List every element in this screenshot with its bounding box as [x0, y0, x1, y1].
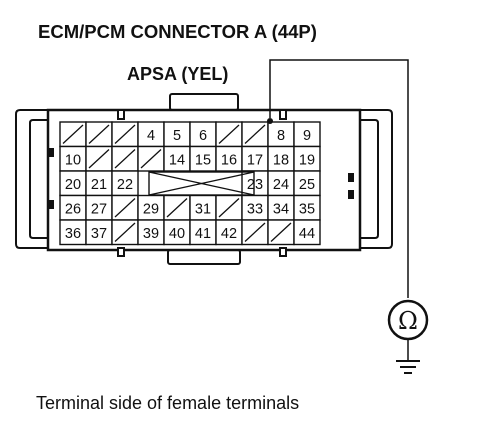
- wire-label: APSA (YEL): [127, 64, 228, 84]
- terminal-cell: [137, 219, 165, 246]
- diagram-title: ECM/PCM CONNECTOR A (44P): [38, 21, 317, 42]
- terminal-label: 9: [303, 128, 311, 144]
- right-lock-mark-2: [348, 190, 354, 199]
- terminal-cell: [293, 170, 321, 197]
- terminal-label: 33: [247, 201, 263, 217]
- terminal-cell: [111, 170, 139, 197]
- terminal-cell: [59, 145, 87, 172]
- terminal-label: 17: [247, 152, 263, 168]
- terminal-label: 25: [299, 177, 315, 193]
- ground-icon: [396, 360, 420, 374]
- right-lock-mark-1: [348, 173, 354, 182]
- terminal-label: 19: [299, 152, 315, 168]
- terminal-label: 21: [91, 177, 107, 193]
- terminal-label: 15: [195, 152, 211, 168]
- terminal-label: 37: [91, 226, 107, 242]
- terminal-label: 39: [143, 226, 159, 242]
- terminal-label: 31: [195, 201, 211, 217]
- terminal-label: 34: [273, 201, 289, 217]
- terminal-label: 18: [273, 152, 289, 168]
- terminal-cell: [59, 219, 87, 246]
- terminal-label: 14: [169, 152, 185, 168]
- connector-housing: [15, 93, 393, 265]
- terminal-label: 24: [273, 177, 289, 193]
- terminal-cell: [267, 121, 295, 148]
- terminal-label: 27: [91, 201, 107, 217]
- terminal-grid: 4 5 6 8 9 10 14 15 16 17 18 19 20 21 22 23 24 25 26 27 29 31 3…: [59, 121, 321, 246]
- terminal-label: 8: [277, 128, 285, 144]
- terminal-label: 4: [147, 128, 155, 144]
- unused-terminal-slash: [114, 149, 136, 169]
- left-inner-rail: [29, 119, 48, 239]
- terminal-cell: [189, 219, 217, 246]
- terminal-label: 41: [195, 226, 211, 242]
- unused-terminal-slash: [166, 198, 188, 218]
- terminal-label: 42: [221, 226, 237, 242]
- unused-terminal-slash: [218, 198, 240, 218]
- key-tab-bottom-left: [117, 247, 125, 257]
- right-inner-rail: [360, 119, 379, 239]
- terminal-label: 20: [65, 177, 81, 193]
- left-bracket: [15, 109, 48, 249]
- terminal-cell: [267, 170, 295, 197]
- terminal-label: 40: [169, 226, 185, 242]
- terminal-cell: [59, 194, 87, 221]
- terminal-cell: [163, 145, 191, 172]
- unused-terminal-slash: [244, 124, 266, 144]
- blocked-zone: [148, 171, 255, 196]
- ohmmeter-icon: Ω: [387, 299, 429, 341]
- terminal-label: 26: [65, 201, 81, 217]
- unused-terminal-slash: [244, 222, 266, 242]
- terminal-cell: [189, 145, 217, 172]
- terminal-label: 44: [299, 226, 315, 242]
- terminal-label: 10: [65, 152, 81, 168]
- key-tab-right: [279, 109, 287, 120]
- terminal-label: 35: [299, 201, 315, 217]
- unused-terminal-slash: [62, 124, 84, 144]
- bottom-latch: [167, 249, 241, 265]
- key-tab-left: [117, 109, 125, 120]
- terminal-label: 5: [173, 128, 181, 144]
- caption: Terminal side of female terminals: [36, 393, 299, 413]
- probe-tip: [267, 118, 273, 124]
- terminal-label: 6: [199, 128, 207, 144]
- terminal-label: 36: [65, 226, 81, 242]
- connector-body: [46, 108, 362, 252]
- terminal-label: 23: [247, 177, 263, 193]
- terminal-cell: [293, 145, 321, 172]
- left-lock-mark-1: [48, 148, 54, 157]
- probe-wire: [269, 59, 409, 360]
- unused-terminal-slash: [88, 149, 110, 169]
- terminal-cell: [293, 121, 321, 148]
- terminal-label: 16: [221, 152, 237, 168]
- left-lock-mark-2: [48, 200, 54, 209]
- unused-terminal-slash: [270, 222, 292, 242]
- terminal-label: 22: [117, 177, 133, 193]
- ohm-symbol: Ω: [398, 307, 418, 335]
- unused-terminal-slash: [114, 198, 136, 218]
- terminal-label: 29: [143, 201, 159, 217]
- top-latch: [169, 93, 239, 111]
- unused-terminal-slash: [88, 124, 110, 144]
- terminal-cell: [293, 219, 321, 246]
- terminal-cell: [293, 194, 321, 221]
- right-bracket: [360, 109, 393, 249]
- terminal-cell: [85, 219, 113, 246]
- unused-terminal-slash: [218, 124, 240, 144]
- unused-terminal-slash: [114, 124, 136, 144]
- key-tab-bottom-right: [279, 247, 287, 257]
- unused-terminal-slash: [114, 222, 136, 242]
- unused-terminal-slash: [140, 149, 162, 169]
